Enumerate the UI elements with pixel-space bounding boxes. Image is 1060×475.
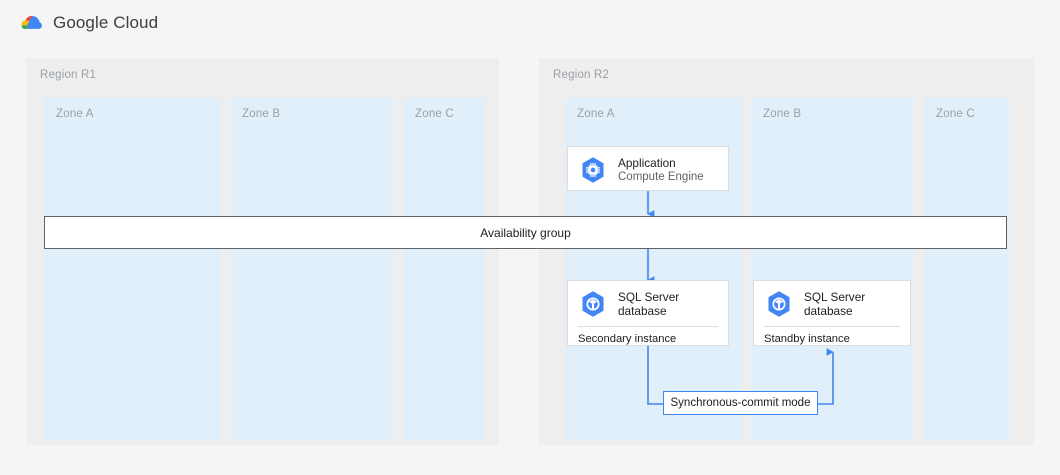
region-r2-label: Region R2 bbox=[553, 69, 610, 81]
zone-r1-a-label: Zone A bbox=[56, 108, 94, 120]
card-sql-server-secondary[interactable]: SQL Server database Secondary instance bbox=[567, 280, 729, 346]
app-header: Google Cloud bbox=[0, 0, 1060, 46]
brand-name: Google Cloud bbox=[53, 13, 159, 32]
card-application-subtitle: Compute Engine bbox=[618, 171, 704, 184]
zone-r2-c-label: Zone C bbox=[936, 108, 975, 120]
zone-r2-b-label: Zone B bbox=[763, 108, 802, 120]
google-cloud-logo-icon bbox=[21, 15, 42, 29]
zone-r1-c-label: Zone C bbox=[415, 108, 454, 120]
card-divider bbox=[578, 326, 718, 327]
sql-server-database-icon bbox=[582, 291, 604, 317]
synchronous-commit-label: Synchronous-commit mode bbox=[663, 391, 818, 415]
synchronous-commit-text: Synchronous-commit mode bbox=[670, 397, 811, 409]
availability-group-label: Availability group bbox=[480, 225, 571, 240]
card-divider bbox=[764, 326, 900, 327]
availability-group-bar[interactable]: Availability group bbox=[44, 216, 1007, 249]
card-sql-secondary-title: SQL Server database bbox=[618, 289, 680, 318]
zone-r2-b: Zone B bbox=[751, 98, 914, 440]
zone-r1-c: Zone C bbox=[403, 98, 485, 440]
card-application-title: Application bbox=[618, 155, 676, 170]
zone-r1-b: Zone B bbox=[230, 98, 393, 440]
zone-r1-b-label: Zone B bbox=[242, 108, 281, 120]
card-sql-standby-footer: Standby instance bbox=[764, 333, 850, 345]
card-sql-standby-title: SQL Server database bbox=[804, 289, 866, 318]
zone-r2-a-label: Zone A bbox=[577, 108, 615, 120]
card-sql-server-standby[interactable]: SQL Server database Standby instance bbox=[753, 280, 911, 346]
zone-r2-c: Zone C bbox=[924, 98, 1010, 440]
compute-engine-icon bbox=[582, 157, 604, 183]
card-application-compute-engine[interactable]: Application Compute Engine bbox=[567, 146, 729, 191]
zone-r1-a: Zone A bbox=[44, 98, 221, 440]
region-r1-label: Region R1 bbox=[40, 69, 97, 81]
sql-server-database-icon bbox=[768, 291, 790, 317]
card-sql-secondary-footer: Secondary instance bbox=[578, 333, 677, 345]
